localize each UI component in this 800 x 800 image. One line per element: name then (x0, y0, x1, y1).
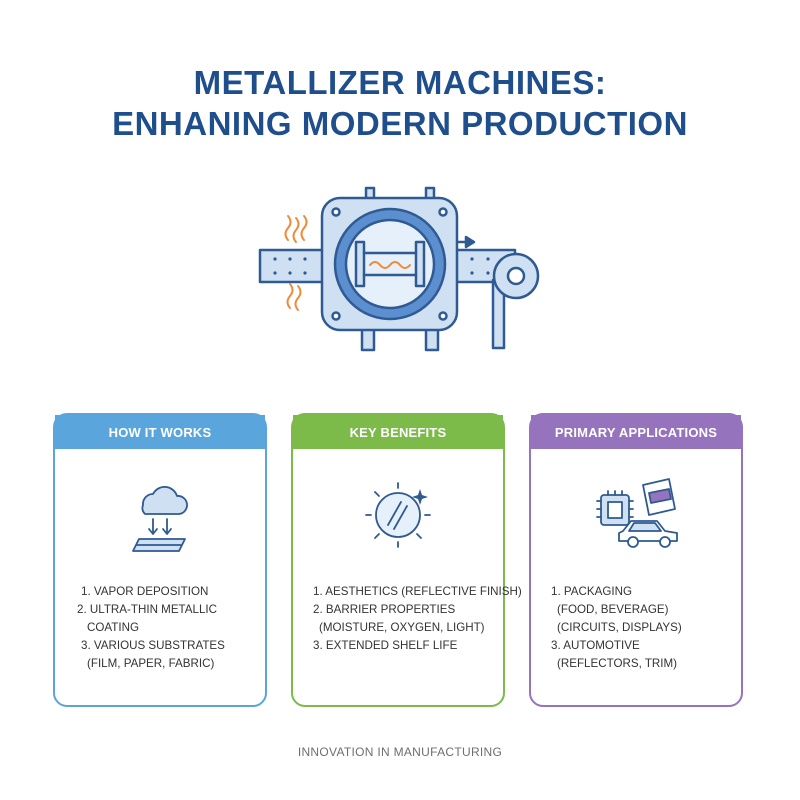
metallizer-machine-illustration (258, 186, 540, 352)
card-header-key-benefits: KEY BENEFITS (293, 415, 503, 449)
footer-tagline: INNOVATION IN MANUFACTURING (297, 745, 503, 759)
card-how-it-works: HOW IT WORKS 1. VAPOR DEPOSITION 2. ULTR… (53, 413, 267, 707)
microchip-icon (596, 490, 634, 526)
exit-arrow-icon (457, 235, 476, 249)
list-item: 1. VAPOR DEPOSITION (81, 585, 209, 598)
chip-snack-car-icon (596, 478, 678, 548)
machine-leg-right (424, 326, 440, 352)
title-line-1: METALLIZER MACHINES: (193, 64, 607, 101)
list-item: 3. VARIOUS SUBSTRATES (81, 639, 225, 652)
card-list-primary-applications: 1. PACKAGING (FOOD, BEVERAGE) (CIRCUITS,… (531, 583, 741, 673)
list-item: 2. BARRIER PROPERTIES (313, 603, 456, 616)
list-item: (REFLECTORS, TRIM) (557, 657, 678, 670)
shining-sphere-icon (365, 482, 431, 548)
list-item: (FOOD, BEVERAGE) (557, 603, 669, 616)
page-title: METALLIZER MACHINES: ENHANING MODERN PRO… (0, 62, 800, 144)
conveyor-left (258, 248, 327, 284)
card-header-how-it-works: HOW IT WORKS (55, 415, 265, 449)
heat-coil (369, 261, 411, 269)
cloud-deposition-icon (132, 485, 188, 552)
machine-leg-left (360, 326, 376, 352)
list-item: 1. PACKAGING (551, 585, 632, 598)
snack-bag-icon (642, 478, 676, 516)
sparkle-icon (412, 489, 428, 505)
list-item: COATING (87, 621, 139, 634)
title-line-2: ENHANING MODERN PRODUCTION (112, 105, 688, 142)
car-icon (618, 520, 678, 548)
card-header-primary-applications: PRIMARY APPLICATIONS (531, 415, 741, 449)
card-key-benefits: KEY BENEFITS 1. AESTHETICS (REFLECTIVE F… (291, 413, 522, 707)
list-item: (CIRCUITS, DISPLAYS) (557, 621, 682, 634)
list-item: (FILM, PAPER, FABRIC) (87, 657, 215, 670)
list-item: (MOISTURE, OXYGEN, LIGHT) (319, 621, 485, 634)
list-item: 3. EXTENDED SHELF LIFE (313, 639, 458, 652)
card-list-key-benefits: 1. AESTHETICS (REFLECTIVE FINISH) 2. BAR… (293, 583, 522, 655)
list-item: 3. AUTOMOTIVE (551, 639, 640, 652)
card-list-how-it-works: 1. VAPOR DEPOSITION 2. ULTRA-THIN METALL… (55, 583, 265, 673)
list-item: 1. AESTHETICS (REFLECTIVE FINISH) (313, 585, 522, 598)
heat-waves-icon (284, 215, 308, 311)
card-primary-applications: PRIMARY APPLICATIONS (529, 413, 743, 707)
list-item: 2. ULTRA-THIN METALLIC (77, 603, 218, 616)
